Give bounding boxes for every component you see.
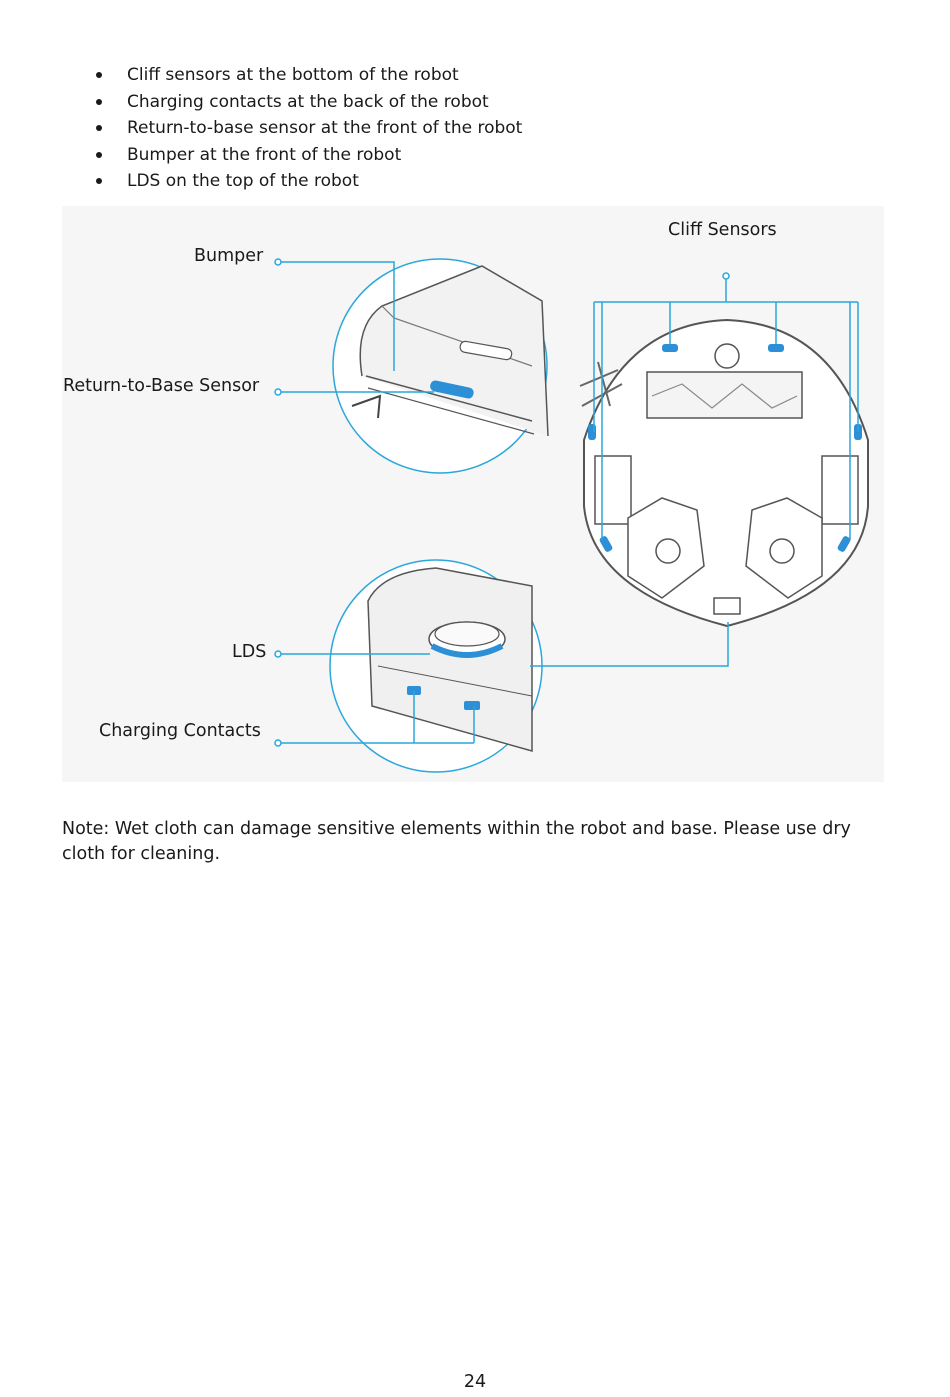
cliff-sensor (588, 424, 596, 440)
bullet-dot-icon (96, 178, 102, 184)
bumper-label: Bumper (194, 246, 264, 266)
bullet-item: Bumper at the front of the robot (90, 142, 522, 169)
lds-sensor (430, 643, 504, 658)
page-number: 24 (463, 1372, 487, 1392)
bullet-dot-icon (96, 125, 102, 131)
robot-sensor-diagram: Bumper Return-to-Base Sensor LDS Chargin… (62, 206, 884, 782)
charging-contact-left (407, 686, 421, 695)
return-to-base-sensor (430, 380, 474, 399)
bottom-view (579, 318, 869, 628)
lds-label: LDS (232, 642, 267, 662)
cleaning-note: Note: Wet cloth can damage sensitive ele… (62, 818, 851, 864)
bullet-text: Cliff sensors at the bottom of the robot (127, 65, 459, 85)
bullet-text: Return-to-base sensor at the front of th… (127, 118, 523, 138)
feature-bullet-list: Cliff sensors at the bottom of the robot… (90, 62, 522, 195)
bullet-dot-icon (96, 98, 102, 105)
return-to-base-label: Return-to-Base Sensor (63, 376, 260, 396)
charging-contacts-label: Charging Contacts (99, 721, 261, 741)
bullet-item: LDS on the top of the robot (90, 168, 522, 195)
callout-lines (274, 258, 859, 747)
charging-contact-right (464, 701, 480, 710)
cliff-sensor (837, 536, 851, 552)
bullet-text: Bumper at the front of the robot (127, 144, 402, 165)
bullet-item: Cliff sensors at the bottom of the robot (90, 62, 522, 89)
cliff-sensor (599, 536, 613, 552)
bullet-item: Return-to-base sensor at the front of th… (90, 115, 522, 142)
cliff-sensor (768, 344, 784, 352)
rear-zoom-view (329, 559, 543, 773)
bullet-text: LDS on the top of the robot (127, 171, 359, 191)
bullet-dot-icon (96, 151, 102, 158)
bullet-text: Charging contacts at the back of the rob… (127, 91, 489, 112)
cliff-sensor (662, 344, 678, 352)
robot-illustration (62, 206, 884, 782)
cliff-sensors-label: Cliff Sensors (668, 220, 777, 240)
bullet-dot-icon (96, 72, 102, 78)
front-zoom-view (332, 258, 549, 474)
bullet-item: Charging contacts at the back of the rob… (90, 89, 522, 116)
